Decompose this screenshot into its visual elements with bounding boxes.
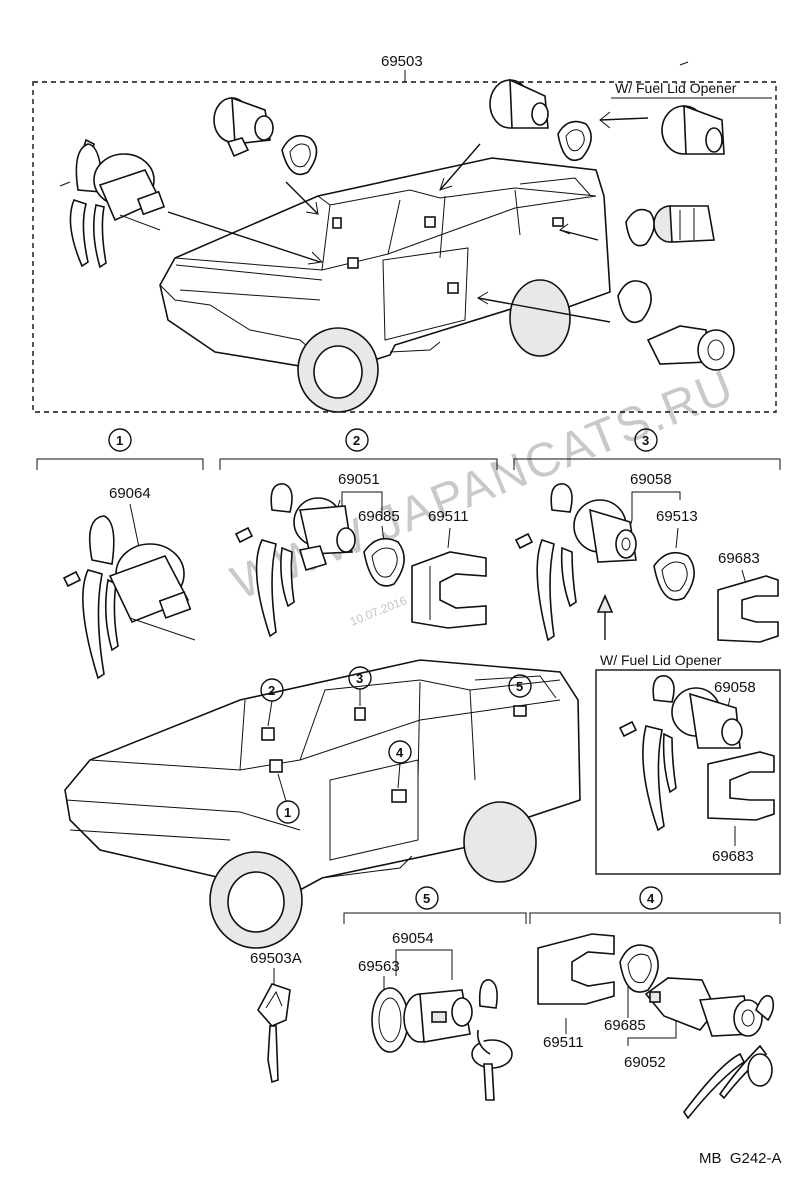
fuel-lid-inset-frame <box>595 669 781 875</box>
top-gasket-right-1 <box>625 208 655 247</box>
group-3-up-arrow <box>596 594 614 640</box>
group-2-gasket <box>363 537 405 587</box>
part-69683-label-inset: 69683 <box>712 848 754 865</box>
group-4-marker: 4 <box>647 891 655 906</box>
vehicle-marker-3: 3 <box>356 671 363 686</box>
vehicle-marker-1: 1 <box>284 805 291 820</box>
group-3-retainer <box>717 575 779 643</box>
group-5-header: 5 <box>343 886 527 924</box>
top-pointer-arrows <box>167 111 649 323</box>
group-5-keys <box>471 979 513 1101</box>
spare-key <box>257 983 291 1084</box>
part-69064-label: 69064 <box>109 485 151 502</box>
date-stamp: 10.07.2016 <box>348 593 409 629</box>
top-ignition-lock <box>59 138 166 269</box>
group-4-leader <box>565 980 677 1046</box>
top-cylinder-center <box>489 78 549 129</box>
footer-code: MB G242-A <box>699 1150 782 1167</box>
group-2-marker: 2 <box>353 433 360 448</box>
group-1-ignition-lock <box>62 515 196 680</box>
vehicle-middle-illustration <box>64 659 581 949</box>
part-69058-label-inset: 69058 <box>714 679 756 696</box>
assembly-number-label: 69503 <box>381 53 423 70</box>
part-69685-label-g4: 69685 <box>604 1017 646 1034</box>
group-5-back-door-cylinder <box>403 989 473 1043</box>
group-2-header: 2 <box>219 428 498 470</box>
group-3-header: 3 <box>513 428 781 470</box>
top-back-door-cylinder <box>653 205 715 243</box>
fuel-lid-cylinder <box>618 675 743 832</box>
group-1-header: 1 <box>36 428 204 470</box>
group-1-marker: 1 <box>116 433 123 448</box>
top-gasket-left <box>281 134 318 176</box>
group-4-gasket <box>619 944 659 993</box>
group-2-retainer <box>411 551 487 629</box>
part-69563-label: 69563 <box>358 958 400 975</box>
vehicle-marker-4: 4 <box>396 745 404 760</box>
part-69511-label-g4: 69511 <box>543 1034 584 1051</box>
group-2-leader <box>333 491 451 549</box>
part-69051-label: 69051 <box>338 471 380 488</box>
group-5-marker: 5 <box>423 891 430 906</box>
top-fuel-lid-cylinder <box>661 104 725 155</box>
group-3-marker: 3 <box>642 433 649 448</box>
assembly-bracket <box>32 70 777 413</box>
part-69052-label: 69052 <box>624 1054 666 1071</box>
fuel-lid-caption-top: W/ Fuel Lid Opener <box>615 80 737 96</box>
group-5-gasket <box>371 987 409 1053</box>
part-69511-label-g2: 69511 <box>428 508 469 525</box>
vehicle-top-illustration <box>159 157 611 413</box>
group-3-door-cylinder <box>514 483 637 642</box>
top-gasket-right-2 <box>617 280 652 324</box>
top-gasket-center <box>557 120 592 162</box>
group-3-gasket <box>653 551 695 601</box>
group-4-keys <box>683 994 775 1120</box>
part-69685-label-g2: 69685 <box>358 508 400 525</box>
part-69054-label: 69054 <box>392 930 434 947</box>
group-4-cylinder-with-rod <box>644 977 763 1037</box>
group-4-retainer <box>537 933 615 1005</box>
fuel-lid-caption: W/ Fuel Lid Opener <box>600 652 722 668</box>
pen-mark <box>679 61 689 66</box>
vehicle-marker-5: 5 <box>516 679 523 694</box>
fuel-lid-retainer <box>707 751 775 821</box>
part-69513-label: 69513 <box>656 508 698 525</box>
part-69683-label-g3: 69683 <box>718 550 760 567</box>
top-lower-cylinder <box>646 325 735 371</box>
part-69058-label-g3: 69058 <box>630 471 672 488</box>
group-2-door-cylinder <box>234 483 356 638</box>
part-69503A-label: 69503A <box>250 950 302 967</box>
vehicle-marker-2: 2 <box>268 683 275 698</box>
group-4-header: 4 <box>529 886 781 924</box>
vehicle-callout-markers: 2 3 5 4 1 <box>260 666 532 824</box>
top-door-cylinder-left <box>213 96 274 158</box>
